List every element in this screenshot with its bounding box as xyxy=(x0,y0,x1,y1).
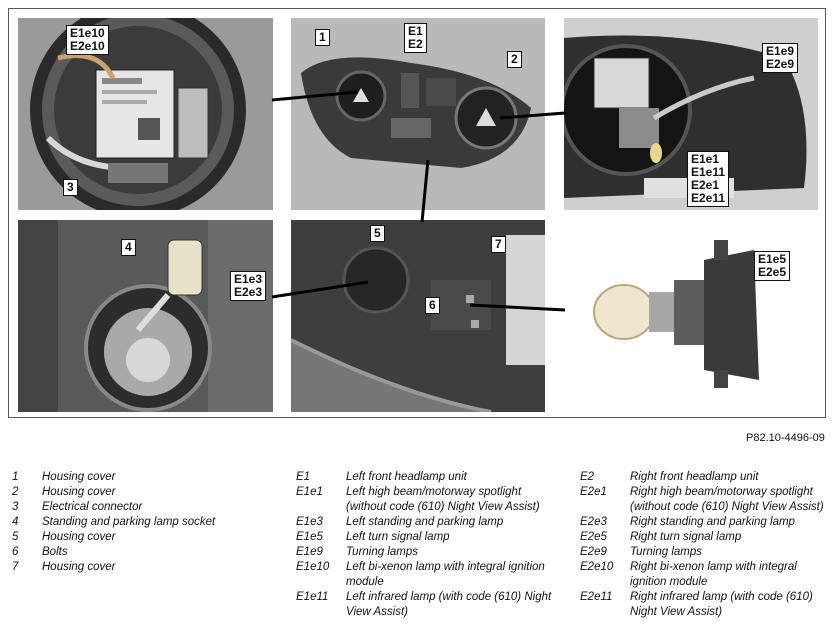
legend-key: 5 xyxy=(12,531,19,543)
callout-7: 7 xyxy=(491,236,506,253)
legend-row: 6 Bolts xyxy=(12,545,282,560)
legend-text: Electrical connector xyxy=(42,501,143,513)
legend-text: Right bi-xenon lamp with integral igniti… xyxy=(630,561,797,588)
callout-5: 5 xyxy=(370,225,385,242)
legend-key: 3 xyxy=(12,501,19,513)
legend-row: E2e10 Right bi-xenon lamp with integral i… xyxy=(580,560,830,590)
legend-text: Housing cover xyxy=(42,486,116,498)
legend-right-headlamp: E2 Right front headlamp unit E2e1 Right hi… xyxy=(580,470,830,620)
callout-e2e3: E2e3 xyxy=(234,285,263,299)
figure-id: P82.10-4496-09 xyxy=(746,432,825,444)
photo-housing-underside xyxy=(291,220,545,412)
legend-row: E1e5 Left turn signal lamp xyxy=(296,530,554,545)
callout-e2e11: E2e11 xyxy=(691,191,726,205)
callout-e1e10-e2e10: E1e10 E2e10 xyxy=(66,25,109,55)
legend-row: 3 Electrical connector xyxy=(12,500,282,515)
legend-text: Turning lamps xyxy=(630,546,703,558)
photo-turn-signal-bulb xyxy=(564,220,818,412)
callout-6: 6 xyxy=(425,297,440,314)
legend-left-headlamp: E1 Left front headlamp unit E1e1 Left high… xyxy=(296,470,554,620)
legend-key: E1e1 xyxy=(296,486,323,498)
callout-e2e5: E2e5 xyxy=(758,265,787,279)
callout-e1e5-e2e5: E1e5 E2e5 xyxy=(754,251,791,281)
legend-text: Right turn signal lamp xyxy=(630,531,742,543)
legend-key: E1e10 xyxy=(296,561,330,573)
legend-row: E2e11 Right infrared lamp (with code (610… xyxy=(580,590,830,620)
callout-2: 2 xyxy=(507,51,522,68)
legend-key: E2e10 xyxy=(580,561,614,573)
legend-text: Housing cover xyxy=(42,561,116,573)
legend-row: 2 Housing cover xyxy=(12,485,282,500)
photo-standing-lamp-socket xyxy=(18,220,273,412)
legend-text: Right front headlamp unit xyxy=(630,471,759,483)
legend-text: Bolts xyxy=(42,546,68,558)
legend-row: E2e9 Turning lamps xyxy=(580,545,830,560)
legend-key: E2e9 xyxy=(580,546,607,558)
legend-key: E1e11 xyxy=(296,591,329,603)
legend-text: Right high beam/motorway spotlight (with… xyxy=(630,486,824,513)
callout-e1e9: E1e9 xyxy=(766,44,795,58)
legend-key: E1 xyxy=(296,471,311,483)
callout-e2e10: E2e10 xyxy=(70,39,105,53)
legend-text: Turning lamps xyxy=(346,546,419,558)
legend-row: E1e9 Turning lamps xyxy=(296,545,554,560)
legend-row: E1e10 Left bi-xenon lamp with integral ig… xyxy=(296,560,554,590)
legend-row: E1e3 Left standing and parking lamp xyxy=(296,515,554,530)
legend-key: 7 xyxy=(12,561,19,573)
callout-e1-e2: E1 E2 xyxy=(404,23,427,53)
legend-row: 1 Housing cover xyxy=(12,470,282,485)
legend-key: E2 xyxy=(580,471,595,483)
callout-e2: E2 xyxy=(408,37,423,51)
callout-e2e9: E2e9 xyxy=(766,57,795,71)
callout-e1e9-e2e9: E1e9 E2e9 xyxy=(762,43,799,73)
callout-4: 4 xyxy=(121,239,136,256)
legend-row: E1e1 Left high beam/motorway spotlight (w… xyxy=(296,485,554,515)
callout-e1e5: E1e5 xyxy=(758,252,787,266)
photo-bixenon-module xyxy=(18,18,273,210)
legend-row: 7 Housing cover xyxy=(12,560,282,575)
legend-key: E1e3 xyxy=(296,516,323,528)
legend-text: Left bi-xenon lamp with integral ignitio… xyxy=(346,561,545,588)
callout-e1: E1 xyxy=(408,24,423,38)
legend-text: Housing cover xyxy=(42,471,116,483)
legend-row: E1 Left front headlamp unit xyxy=(296,470,554,485)
legend-text: Left turn signal lamp xyxy=(346,531,450,543)
legend-row: E2e5 Right turn signal lamp xyxy=(580,530,830,545)
callout-e1e1: E1e1 xyxy=(691,152,720,166)
callout-e1e3: E1e3 xyxy=(234,272,263,286)
callout-e1e3-e2e3: E1e3 E2e3 xyxy=(230,271,267,301)
legend-text: Right standing and parking lamp xyxy=(630,516,795,528)
legend-key: 6 xyxy=(12,546,19,558)
legend-text: Left standing and parking lamp xyxy=(346,516,504,528)
legend-text: Standing and parking lamp socket xyxy=(42,516,216,528)
legend-row: E2e3 Right standing and parking lamp xyxy=(580,515,830,530)
legend-text: Right infrared lamp (with code (610) Nig… xyxy=(630,591,813,618)
photo-turning-lamp xyxy=(564,18,818,210)
legend-text: Left infrared lamp (with code (610) Nigh… xyxy=(346,591,552,618)
legend-key: E2e11 xyxy=(580,591,613,603)
legend-key: E2e5 xyxy=(580,531,607,543)
legend-key: E1e9 xyxy=(296,546,323,558)
legend-text: Left high beam/motorway spotlight (witho… xyxy=(346,486,540,513)
legend-row: 5 Housing cover xyxy=(12,530,282,545)
legend-row: E2 Right front headlamp unit xyxy=(580,470,830,485)
callout-3: 3 xyxy=(63,179,78,196)
legend-text: Housing cover xyxy=(42,531,116,543)
legend-text: Left front headlamp unit xyxy=(346,471,467,483)
legend-key: 2 xyxy=(12,486,19,498)
legend-row: E2e1 Right high beam/motorway spotlight (… xyxy=(580,485,830,515)
legend-row: 4 Standing and parking lamp socket xyxy=(12,515,282,530)
callout-e1e10: E1e10 xyxy=(70,26,105,40)
callout-e2e1: E2e1 xyxy=(691,178,720,192)
legend-key: 1 xyxy=(12,471,19,483)
callout-e1e1-group: E1e1 E1e11 E2e1 E2e11 xyxy=(687,151,730,207)
legend-key: E1e5 xyxy=(296,531,323,543)
legend-row: E1e11 Left infrared lamp (with code (610)… xyxy=(296,590,554,620)
legend-key: E2e1 xyxy=(580,486,607,498)
legend-key: E2e3 xyxy=(580,516,607,528)
legend-key: 4 xyxy=(12,516,19,528)
callout-e1e11: E1e11 xyxy=(691,165,726,179)
callout-1: 1 xyxy=(315,29,330,46)
